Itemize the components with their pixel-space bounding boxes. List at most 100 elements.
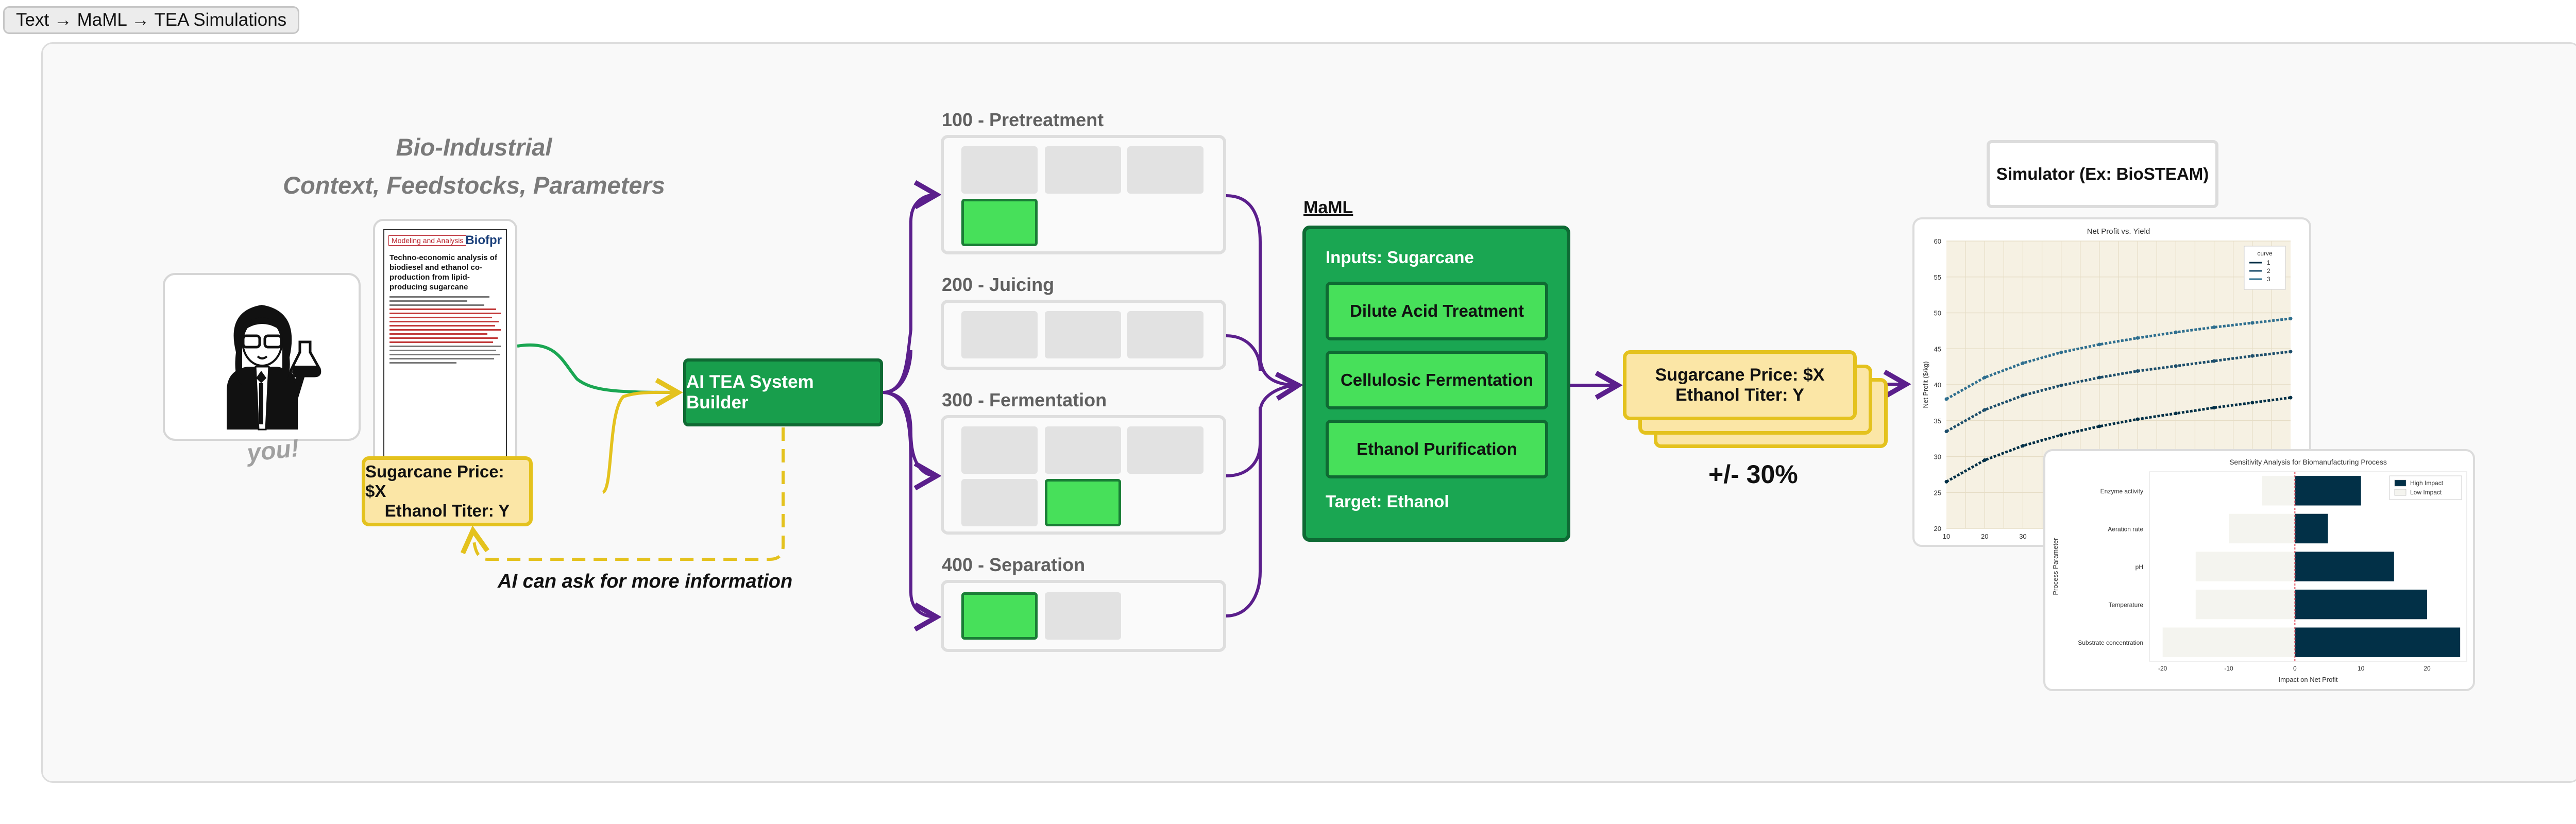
series-point: [2059, 433, 2063, 437]
high-impact-bar: [2295, 589, 2427, 620]
paper-title: Techno-economic analysis of biodiesel an…: [389, 253, 497, 291]
unit-cell: [1127, 311, 1204, 358]
y-tick-label: 60: [1934, 237, 1941, 245]
x-tick-label: 20: [1981, 533, 1988, 540]
unit-cell: [961, 146, 1038, 194]
legend-title: curve: [2257, 250, 2273, 257]
series-point: [2097, 375, 2102, 380]
ai-tea-system-builder[interactable]: AI TEA System Builder: [683, 358, 883, 426]
x-tick-label: 10: [2358, 665, 2365, 672]
params-to-builder-connector: [602, 390, 679, 494]
high-impact-bar: [2295, 552, 2394, 581]
frame-title: Text → MaML → TEA Simulations: [3, 6, 300, 34]
unit-cell: [1045, 311, 1121, 358]
maml-block: Inputs: Sugarcane Dilute Acid Treatment …: [1302, 226, 1570, 542]
y-tick-label: 40: [1934, 381, 1941, 389]
unit-cell: [1045, 592, 1121, 640]
series-point: [2097, 424, 2102, 428]
scientist-icon: [227, 305, 321, 431]
variation-range-label: +/- 30%: [1708, 460, 1798, 489]
unit-cell: [1127, 146, 1204, 194]
x-tick-label: 30: [2019, 533, 2026, 540]
simulator-box: Simulator (Ex: BioSTEAM): [1987, 140, 2218, 208]
legend-swatch: [2394, 479, 2406, 487]
high-impact-bar: [2295, 627, 2461, 657]
ask-loop-connector: [460, 427, 785, 561]
series-point: [2021, 393, 2025, 398]
stage-100-box: [941, 135, 1226, 254]
low-impact-bar: [2195, 589, 2295, 620]
series-point: [2212, 406, 2216, 410]
context-title-line1: Bio-Industrial: [396, 133, 552, 161]
stage-400-to-maml-connector: [1226, 371, 1303, 617]
param-line-2: Ethanol Titer: Y: [384, 501, 510, 520]
y-axis-label: Net Profit ($/kg): [1922, 361, 1929, 408]
y-tick-label: 50: [1934, 310, 1941, 317]
y-tick-label: 25: [1934, 489, 1941, 496]
stage-200-to-maml-connector: [1226, 334, 1262, 371]
maml-label: MaML: [1303, 198, 1353, 217]
series-point: [2289, 317, 2293, 321]
series-point: [1944, 397, 1948, 401]
journal-logo: Biofpr: [465, 233, 502, 247]
chart-title: Sensitivity Analysis for Biomanufacturin…: [2229, 458, 2387, 466]
series-point: [2250, 354, 2255, 358]
legend-box: [2389, 475, 2462, 500]
series-point: [2250, 401, 2255, 405]
series-point: [2021, 361, 2025, 365]
stage-400-label: 400 - Separation: [942, 554, 1086, 575]
series-point: [2174, 411, 2178, 416]
series-point: [2250, 321, 2255, 325]
chart-title: Net Profit vs. Yield: [2087, 227, 2150, 236]
series-point: [2212, 359, 2216, 363]
active-unit-cell: [961, 592, 1038, 640]
maml-target: Target: Ethanol: [1326, 492, 1449, 511]
stage-300-box: [941, 415, 1226, 535]
legend-swatch: [2394, 489, 2406, 496]
stage-400-box: [941, 580, 1226, 652]
legend-entry: High Impact: [2410, 479, 2444, 487]
series-line-1: [1945, 396, 2291, 483]
stage-100-label: 100 - Pretreatment: [942, 109, 1104, 130]
high-impact-bar: [2295, 513, 2328, 544]
maml-step-1: Dilute Acid Treatment: [1326, 282, 1548, 340]
stage-100-to-maml-connector: [1226, 194, 1299, 387]
category-label: Enzyme activity: [2100, 488, 2143, 495]
variation-param-1: Sugarcane Price: $X: [1655, 365, 1825, 385]
paper-thumbnail[interactable]: Modeling and Analysis Biofpr Techno-econ…: [373, 219, 517, 466]
series-point: [2136, 417, 2140, 421]
bar-chart-card: Sensitivity Analysis for Biomanufacturin…: [2043, 449, 2475, 691]
series-point: [2174, 330, 2178, 334]
unit-cell: [1045, 146, 1121, 194]
maml-step-2: Cellulosic Fermentation: [1326, 351, 1548, 409]
legend-entry: 1: [2267, 259, 2270, 266]
y-axis-label: Process Parameter: [2052, 538, 2059, 595]
sensitivity-bar-chart: Sensitivity Analysis for Biomanufacturin…: [2052, 458, 2467, 683]
legend-entry: 2: [2267, 267, 2270, 274]
legend-box: [2244, 246, 2286, 290]
unit-cell: [961, 426, 1038, 474]
legend-entry: Low Impact: [2410, 489, 2442, 496]
low-impact-bar: [2229, 513, 2295, 544]
series-point: [1944, 430, 1948, 434]
series-point: [2021, 444, 2025, 448]
low-impact-bar: [2195, 552, 2295, 581]
series-point: [1982, 408, 1987, 412]
x-tick-label: -10: [2224, 665, 2233, 672]
stage-300-to-maml-connector: [1226, 407, 1262, 477]
series-point: [1944, 479, 1948, 484]
x-tick-label: 0: [2293, 665, 2297, 672]
paper-section-tag: Modeling and Analysis: [388, 235, 467, 246]
y-tick-label: 35: [1934, 417, 1941, 425]
x-axis-label: Impact on Net Profit: [2279, 676, 2338, 683]
variation-card-front: Sugarcane Price: $X Ethanol Titer: Y: [1623, 350, 1857, 420]
unit-cell: [1045, 426, 1121, 474]
category-label: pH: [2136, 563, 2143, 571]
y-tick-label: 45: [1934, 345, 1941, 353]
stage-200-label: 200 - Juicing: [942, 274, 1055, 295]
user-card: [163, 273, 361, 441]
series-line-3: [1945, 317, 2291, 401]
unit-cell: [1127, 426, 1204, 474]
paper-to-builder-connector: [517, 343, 683, 407]
